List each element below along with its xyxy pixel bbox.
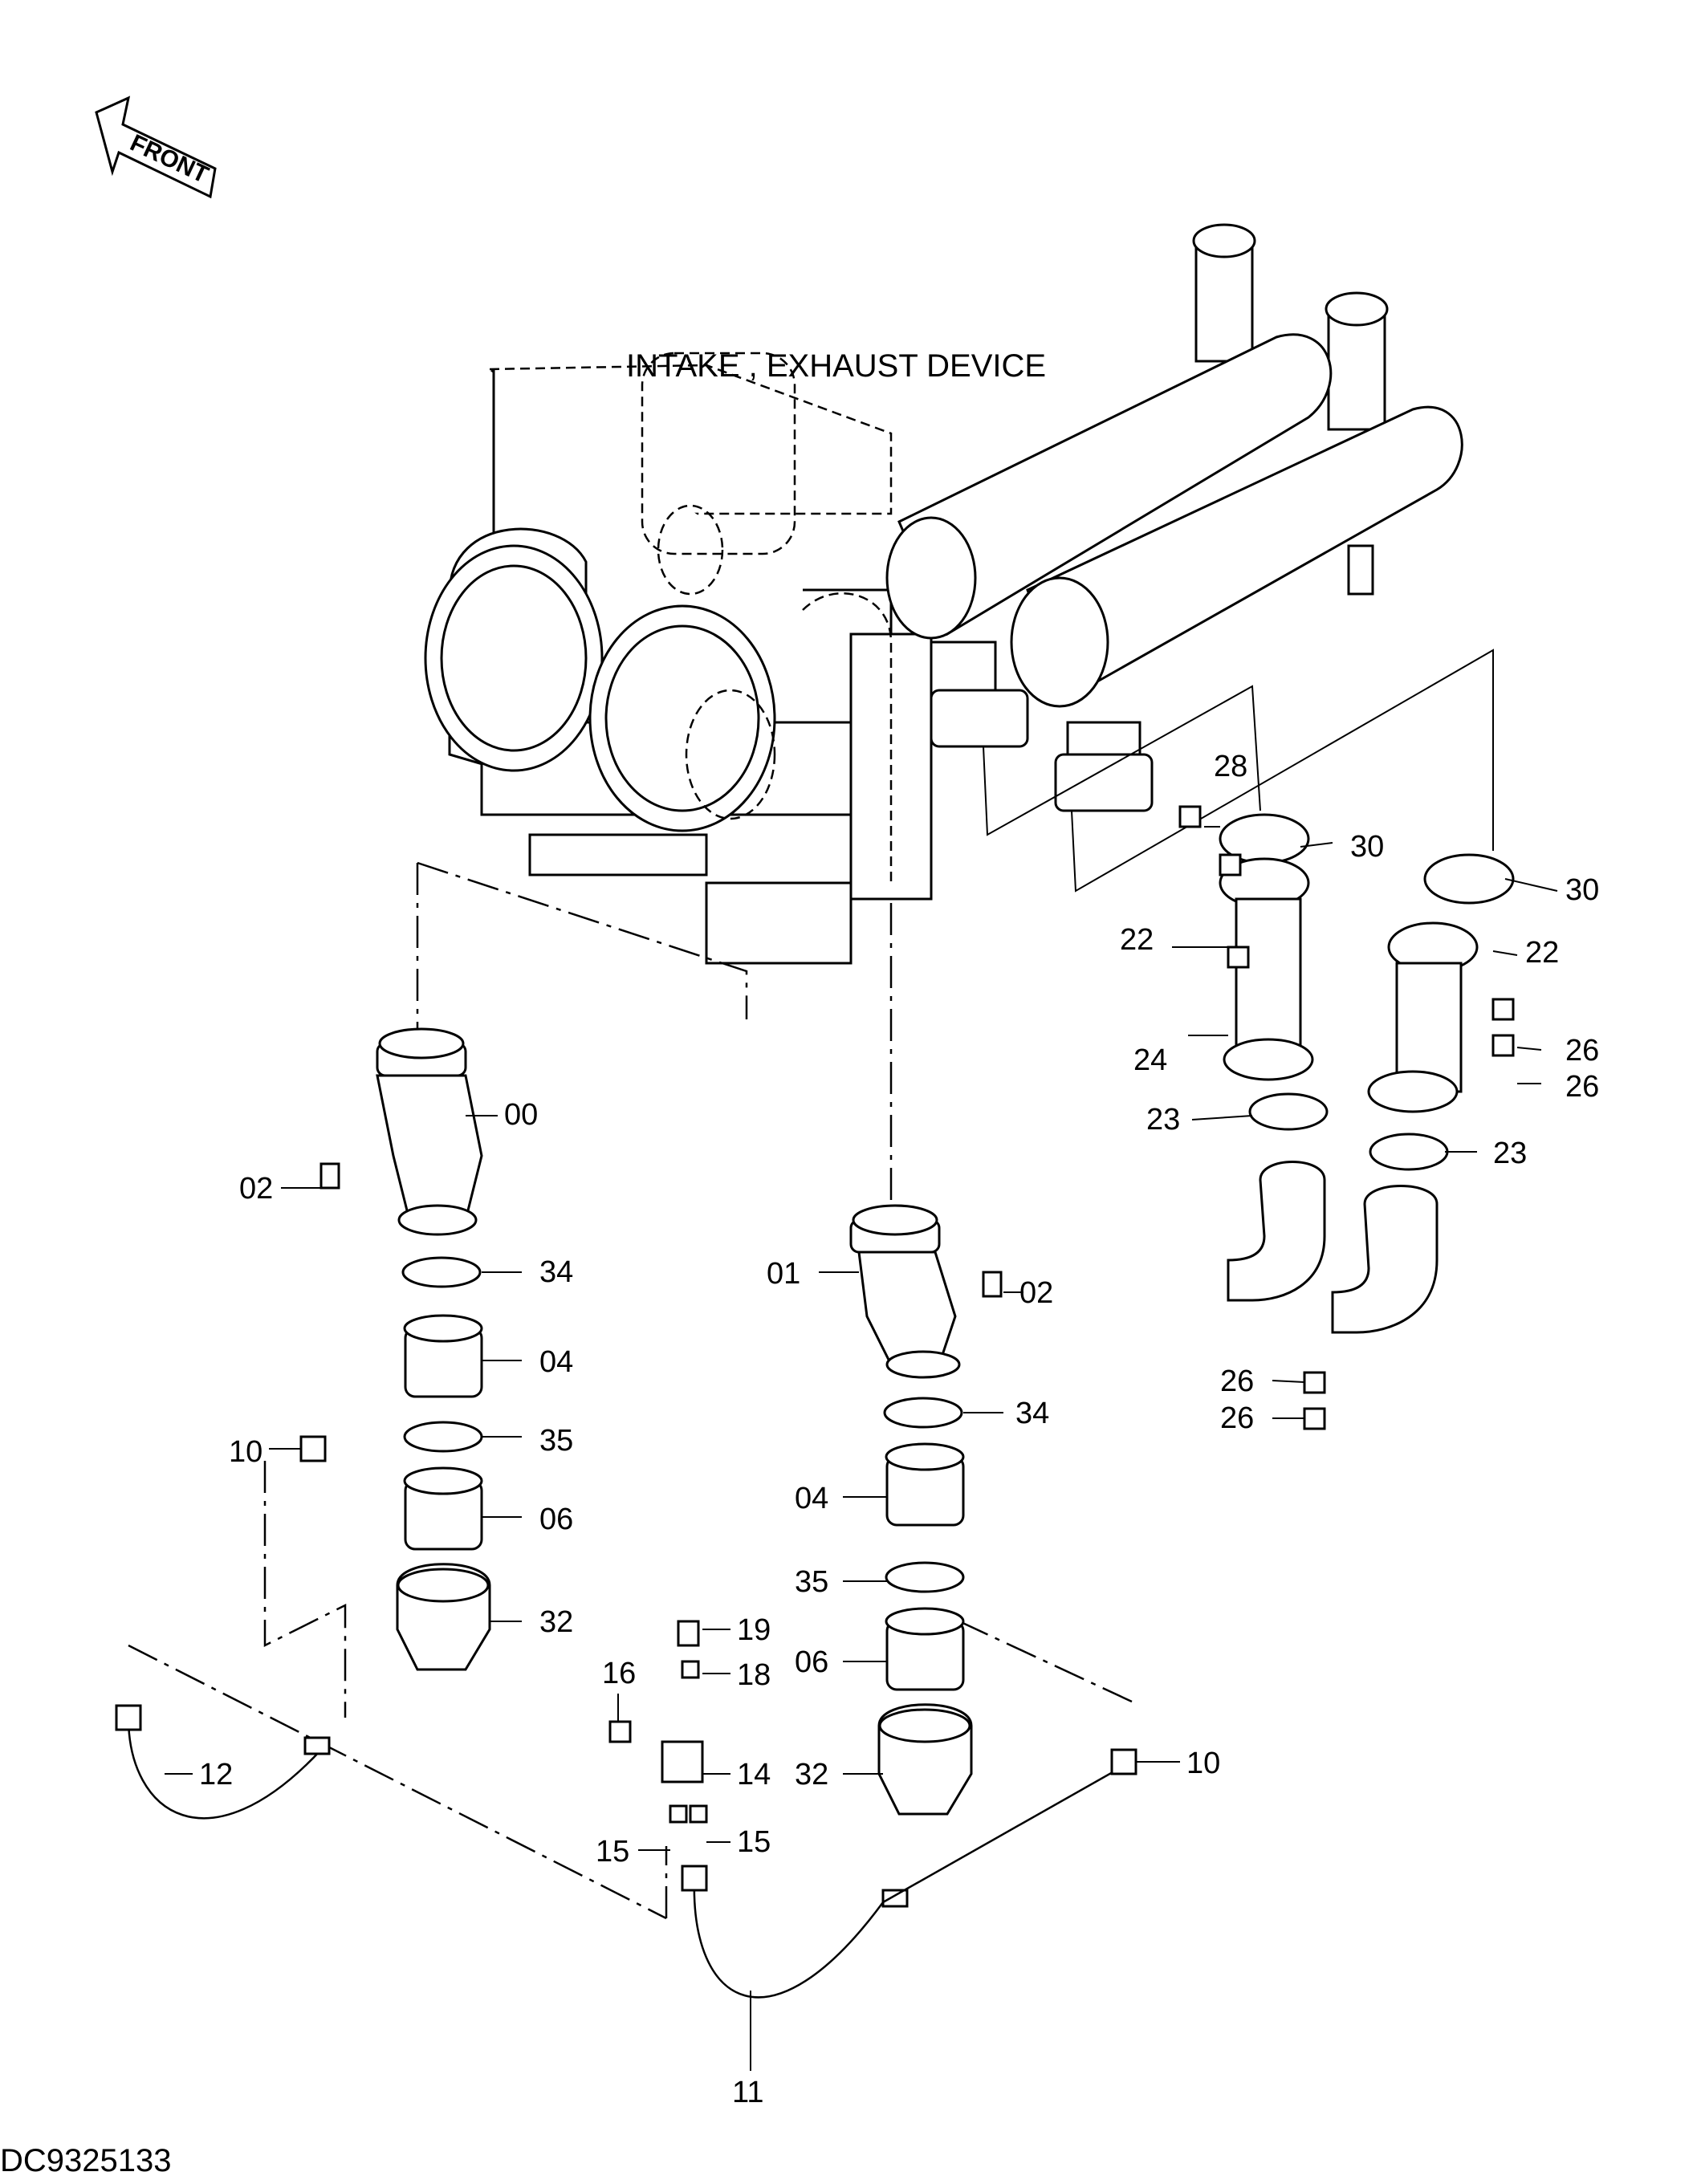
callout-label: 10 — [1186, 1747, 1221, 1780]
hoses-and-fittings — [115, 805, 1515, 1999]
callout-label: 34 — [539, 1255, 574, 1289]
callout-label: 00 — [504, 1098, 539, 1132]
callout-label: 02 — [239, 1172, 274, 1206]
callout-label: 30 — [1565, 873, 1600, 907]
callout-label: 28 — [1214, 750, 1248, 783]
callout-label: 12 — [199, 1758, 234, 1792]
assembly-lines — [128, 649, 1494, 1920]
callout-label: 19 — [737, 1613, 771, 1647]
front-arrow-label: FRONT — [126, 129, 213, 189]
front-arrow-icon: FRONT — [95, 96, 217, 199]
drawing-code: DC9325133 — [0, 2143, 172, 2178]
callout-label: 10 — [229, 1435, 263, 1469]
callout-label: 22 — [1525, 936, 1560, 970]
callout-label: 04 — [795, 1482, 829, 1515]
callout-label: 30 — [1350, 830, 1385, 864]
callout-label: 22 — [1120, 923, 1154, 957]
callout-label: 26 — [1565, 1070, 1600, 1104]
diagram-title: INTAKE , EXHAUST DEVICE — [626, 348, 1047, 384]
muffler-assembly — [885, 223, 1463, 812]
callout-label: 02 — [1019, 1276, 1054, 1310]
center-pipe-stack — [849, 1204, 973, 1816]
callout-label: 23 — [1493, 1137, 1528, 1170]
callout-label: 26 — [1220, 1364, 1255, 1398]
callout-label: 06 — [795, 1645, 829, 1679]
callout-label: 26 — [1220, 1401, 1255, 1435]
callout-label: 15 — [737, 1825, 771, 1859]
left-pipe-stack — [376, 1027, 491, 1671]
callout-label: 34 — [1015, 1397, 1050, 1430]
callout-label: 26 — [1565, 1034, 1600, 1068]
callout-label: 06 — [539, 1503, 574, 1536]
callout-label: 18 — [737, 1658, 771, 1692]
exhaust-bellows — [1219, 813, 1515, 1334]
callout-label: 01 — [767, 1257, 801, 1291]
callout-label: 24 — [1133, 1043, 1168, 1077]
callout-leaders — [165, 826, 1558, 2071]
callout-label: 15 — [596, 1835, 630, 1869]
callout-label: 32 — [539, 1605, 574, 1639]
callout-label: 32 — [795, 1758, 829, 1792]
callout-label: 11 — [732, 2076, 764, 2109]
callout-label: 04 — [539, 1345, 574, 1379]
callout-label: 35 — [539, 1424, 574, 1458]
callout-label: 16 — [602, 1657, 637, 1690]
callout-label: 35 — [795, 1565, 829, 1599]
callout-label: 23 — [1146, 1103, 1181, 1137]
callout-label: 14 — [737, 1758, 771, 1792]
intercooler-block — [424, 352, 933, 965]
